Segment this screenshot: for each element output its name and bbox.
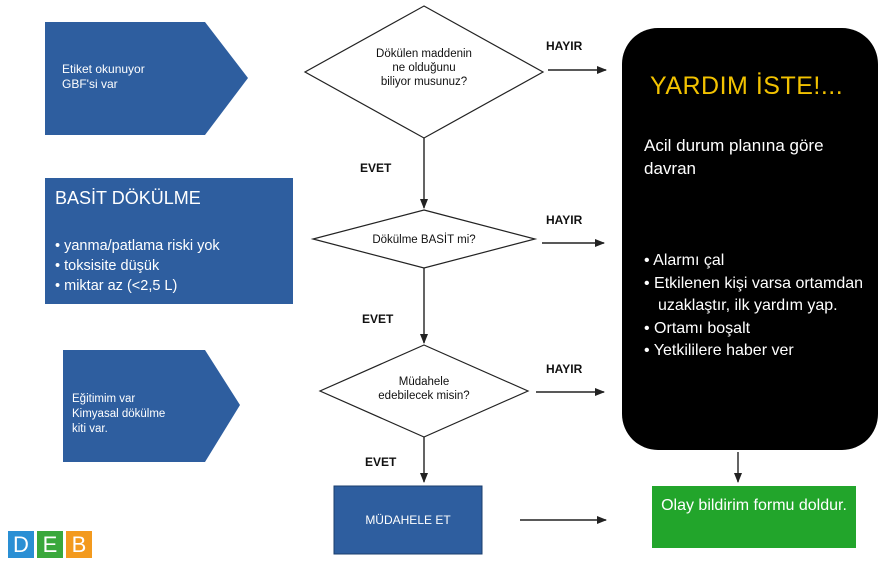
logo-letter-d: D (8, 531, 34, 558)
svg-text:edebilecek misin?: edebilecek misin? (378, 390, 469, 402)
simple-spill-box: BASİT DÖKÜLME yanma/patlama riski yok to… (45, 178, 293, 304)
decision-diamond-3: Müdahele edebilecek misin? (318, 344, 530, 438)
info-arrow-2-line-1: Eğitimim var (72, 393, 135, 405)
report-box-label: Olay bildirim formu doldur. (661, 497, 847, 514)
label-hayir-3: HAYIR (546, 362, 583, 376)
help-box-list: Alarmı çal Etkilenen kişi varsa ortamdan… (644, 250, 870, 363)
svg-text:Etiket okunuyor: Etiket okunuyor (62, 62, 145, 76)
svg-text:Dökülen maddenin: Dökülen maddenin (376, 48, 472, 60)
label-evet-3: EVET (365, 455, 397, 469)
report-box: Olay bildirim formu doldur. (652, 486, 856, 548)
info-arrow-label-egitim: Eğitimim var Kimyasal dökülme kiti var. (63, 350, 240, 462)
info-arrow-2-line-2: Kimyasal dökülme (72, 408, 165, 420)
help-box-item: Alarmı çal (644, 250, 870, 273)
svg-text:Dökülme BASİT mi?: Dökülme BASİT mi? (372, 233, 475, 246)
help-box-item: Etkilenen kişi varsa ortamdan uzaklaştır… (644, 273, 870, 318)
logo-letter-b: B (66, 531, 92, 558)
simple-spill-item: toksisite düşük (55, 256, 220, 276)
simple-spill-title: BASİT DÖKÜLME (55, 188, 201, 208)
help-box-intro: Acil durum planına göre davran (644, 136, 824, 178)
logo-letter-e: E (37, 531, 63, 558)
decision-1-line-3: biliyor musunuz? (381, 76, 467, 88)
label-evet-1: EVET (360, 161, 392, 175)
help-box-title: YARDIM İSTE!... (650, 72, 844, 100)
decision-1-line-2: ne olduğunu (392, 62, 455, 74)
svg-text:Eğitimim var: Eğitimim var (72, 393, 135, 405)
svg-text:kiti var.: kiti var. (72, 423, 108, 435)
info-arrow-1-line-1: Etiket okunuyor (62, 62, 145, 76)
action-box-label: MÜDAHELE ET (365, 513, 451, 527)
help-box: YARDIM İSTE!... Acil durum planına göre … (622, 28, 878, 450)
decision-diamond-1: Dökülen maddenin ne olduğunu biliyor mus… (303, 5, 545, 139)
action-box: MÜDAHELE ET (333, 485, 483, 555)
simple-spill-item: yanma/patlama riski yok (55, 236, 220, 256)
decision-2-line-1: Dökülme BASİT mi? (372, 233, 475, 246)
decision-3-line-1: Müdahele (399, 376, 450, 388)
svg-text:Müdahele: Müdahele (399, 376, 450, 388)
deb-logo: D E B (8, 531, 95, 558)
svg-text:ne olduğunu: ne olduğunu (392, 62, 455, 74)
info-arrow-2-line-3: kiti var. (72, 423, 108, 435)
svg-text:GBF'si var: GBF'si var (62, 77, 118, 91)
decision-3-line-2: edebilecek misin? (378, 390, 469, 402)
decision-diamond-2: Dökülme BASİT mi? (310, 209, 538, 269)
info-arrow-1-line-2: GBF'si var (62, 77, 118, 91)
svg-text:biliyor musunuz?: biliyor musunuz? (381, 76, 467, 88)
svg-text:Kimyasal dökülme: Kimyasal dökülme (72, 408, 165, 420)
help-box-item: Ortamı boşalt (644, 318, 870, 341)
simple-spill-list: yanma/patlama riski yok toksisite düşük … (55, 236, 220, 296)
label-hayir-2: HAYIR (546, 213, 583, 227)
label-evet-2: EVET (362, 312, 394, 326)
simple-spill-item: miktar az (<2,5 L) (55, 276, 220, 296)
label-hayir-1: HAYIR (546, 39, 583, 53)
help-box-item: Yetkililere haber ver (644, 340, 870, 363)
info-arrow-label-etiket: Etiket okunuyor GBF'si var (45, 22, 248, 135)
decision-1-line-1: Dökülen maddenin (376, 48, 472, 60)
